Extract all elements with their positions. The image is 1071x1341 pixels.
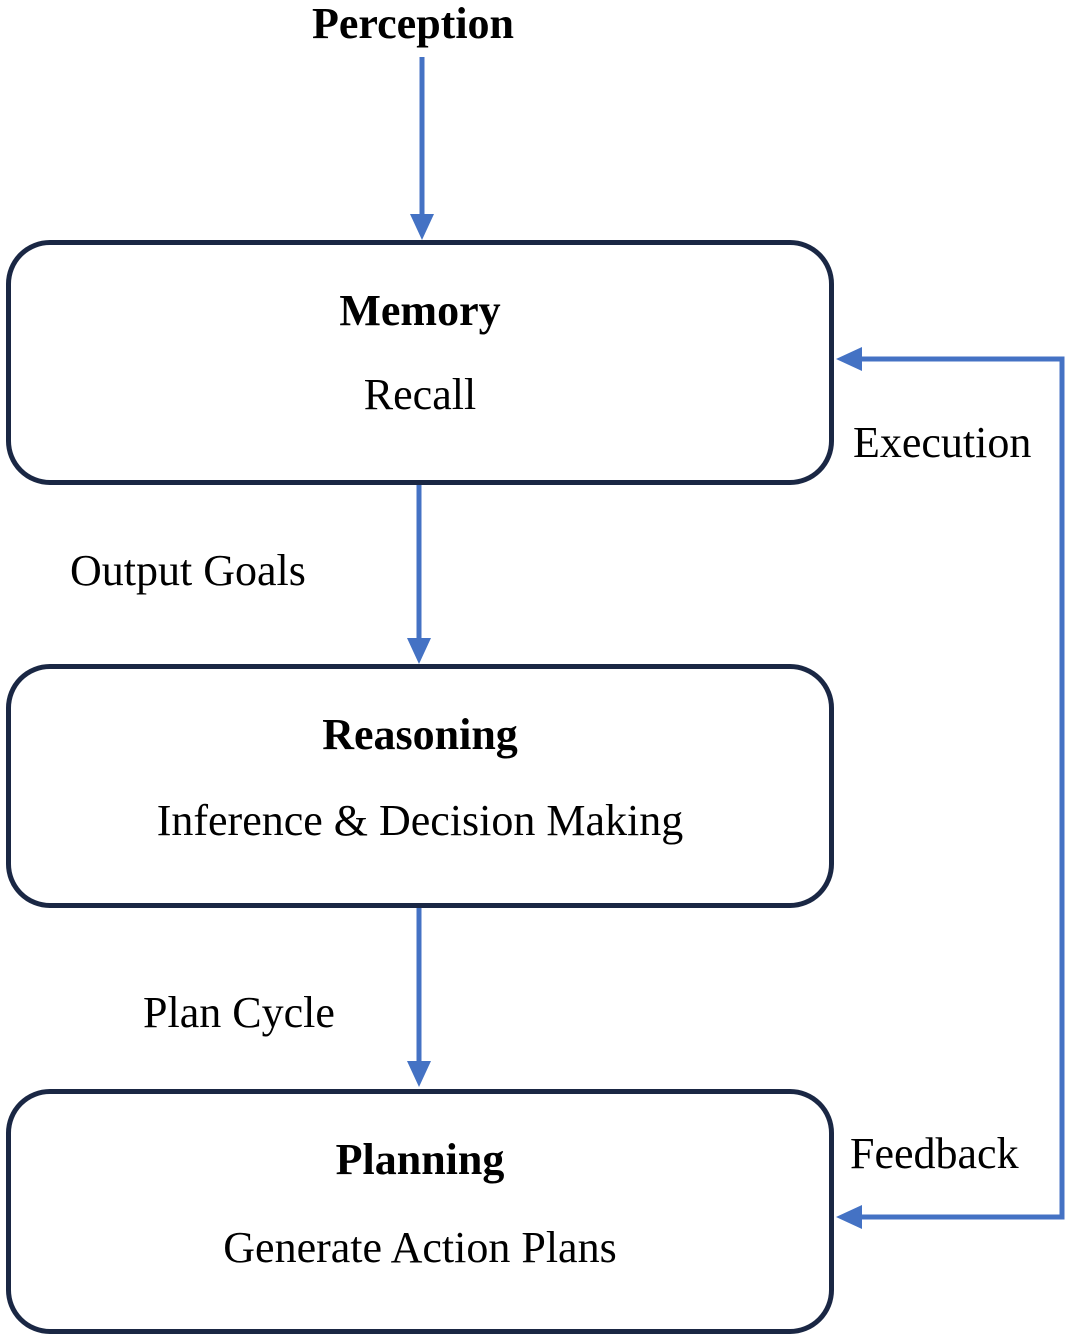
arrow-feedback-loop xyxy=(836,347,1065,1229)
perception-label: Perception xyxy=(312,0,515,48)
planning-subtitle: Generate Action Plans xyxy=(223,1223,617,1272)
arrow-reasoning-to-planning xyxy=(407,907,431,1087)
arrow-memory-to-reasoning xyxy=(407,484,431,664)
memory-box: Memory Recall xyxy=(6,240,834,485)
memory-subtitle: Recall xyxy=(363,370,477,419)
planning-title: Planning xyxy=(335,1135,505,1184)
plan-cycle-label: Plan Cycle xyxy=(143,988,335,1037)
reasoning-box: Reasoning Inference & Decision Making xyxy=(6,664,834,908)
execution-label: Execution xyxy=(853,418,1032,467)
feedback-label: Feedback xyxy=(850,1129,1019,1178)
planning-box: Planning Generate Action Plans xyxy=(6,1089,834,1334)
reasoning-subtitle: Inference & Decision Making xyxy=(156,796,684,845)
arrow-perception-to-memory xyxy=(410,57,434,240)
reasoning-title: Reasoning xyxy=(322,710,518,759)
output-goals-label: Output Goals xyxy=(70,546,306,595)
memory-title: Memory xyxy=(339,286,501,335)
